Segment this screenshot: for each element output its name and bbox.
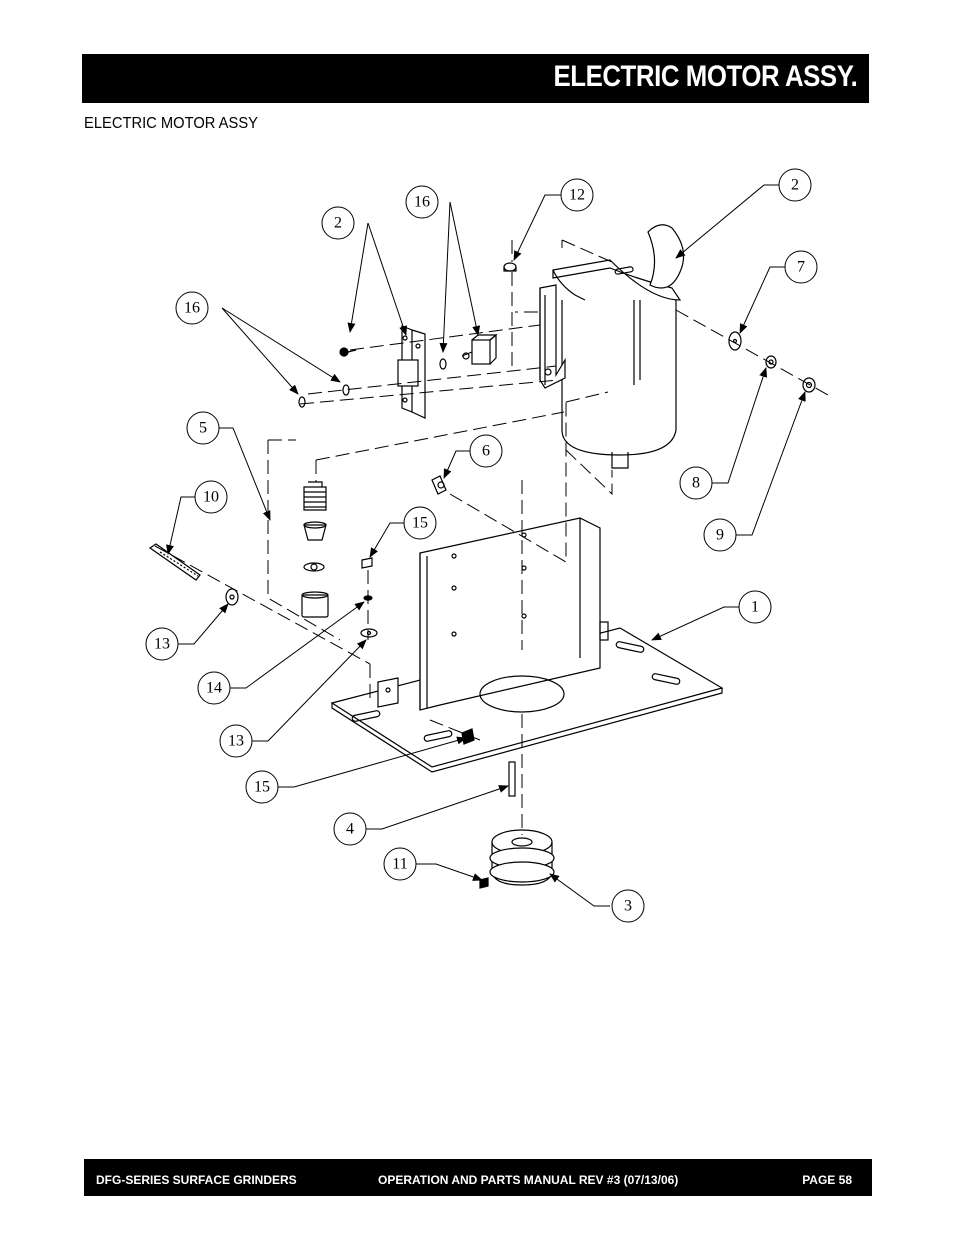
page-title: ELECTRIC MOTOR ASSY. [553,60,857,93]
footer-page-number: PAGE 58 [802,1173,852,1187]
callout-9: 9 [716,527,724,544]
callout-circle [560,178,594,212]
footer-product: DFG-SERIES SURFACE GRINDERS [96,1173,297,1187]
callout-14: 14 [206,680,222,697]
callout-circle [469,434,503,468]
callout-circle [186,411,220,445]
callout-circle [611,889,645,923]
callout-circle [784,250,818,284]
callout-2-right: 2 [791,177,799,194]
callout-circle [245,770,279,804]
callout-3: 3 [624,898,632,915]
callout-circle [145,627,179,661]
vibration-isolator-stack [301,481,329,618]
callout-circle [403,506,437,540]
callout-11: 11 [392,856,407,873]
callout-16-left: 16 [184,300,200,317]
callout-12: 12 [569,187,585,204]
electric-motor [539,224,685,469]
motor-mount-plate [330,517,724,773]
callout-6: 6 [482,443,490,460]
callout-circle [333,812,367,846]
callout-circle [738,590,772,624]
switch-bracket [397,325,426,419]
callout-circle [175,291,209,325]
callout-2-top: 2 [334,215,342,232]
callout-16-top: 16 [414,194,430,211]
callout-15-bottom: 15 [254,779,270,796]
callout-4: 4 [346,821,354,838]
hex-bolt [148,543,201,581]
section-title: ELECTRIC MOTOR ASSY [84,115,258,132]
callout-circle [703,518,737,552]
callout-5: 5 [199,420,207,437]
callout-8: 8 [692,475,700,492]
callout-1: 1 [751,599,759,616]
callout-13-left: 13 [154,636,170,653]
callout-15-top: 15 [412,515,428,532]
footer-manual-rev: OPERATION AND PARTS MANUAL REV #3 (07/13… [378,1173,679,1187]
callout-circle [778,168,812,202]
callout-circle [405,185,439,219]
callout-circle [679,466,713,500]
callout-circle [197,671,231,705]
callout-10: 10 [203,489,219,506]
pulley [489,829,555,886]
title-bar: ELECTRIC MOTOR ASSY. [82,54,869,103]
callout-circle [194,480,228,514]
callout-7: 7 [797,259,805,276]
callout-circle [321,206,355,240]
toggle-switch [461,333,498,365]
footer-bar: DFG-SERIES SURFACE GRINDERS OPERATION AN… [84,1159,872,1196]
callout-circle [219,724,253,758]
callout-circle [383,847,417,881]
callout-13-mid: 13 [228,733,244,750]
